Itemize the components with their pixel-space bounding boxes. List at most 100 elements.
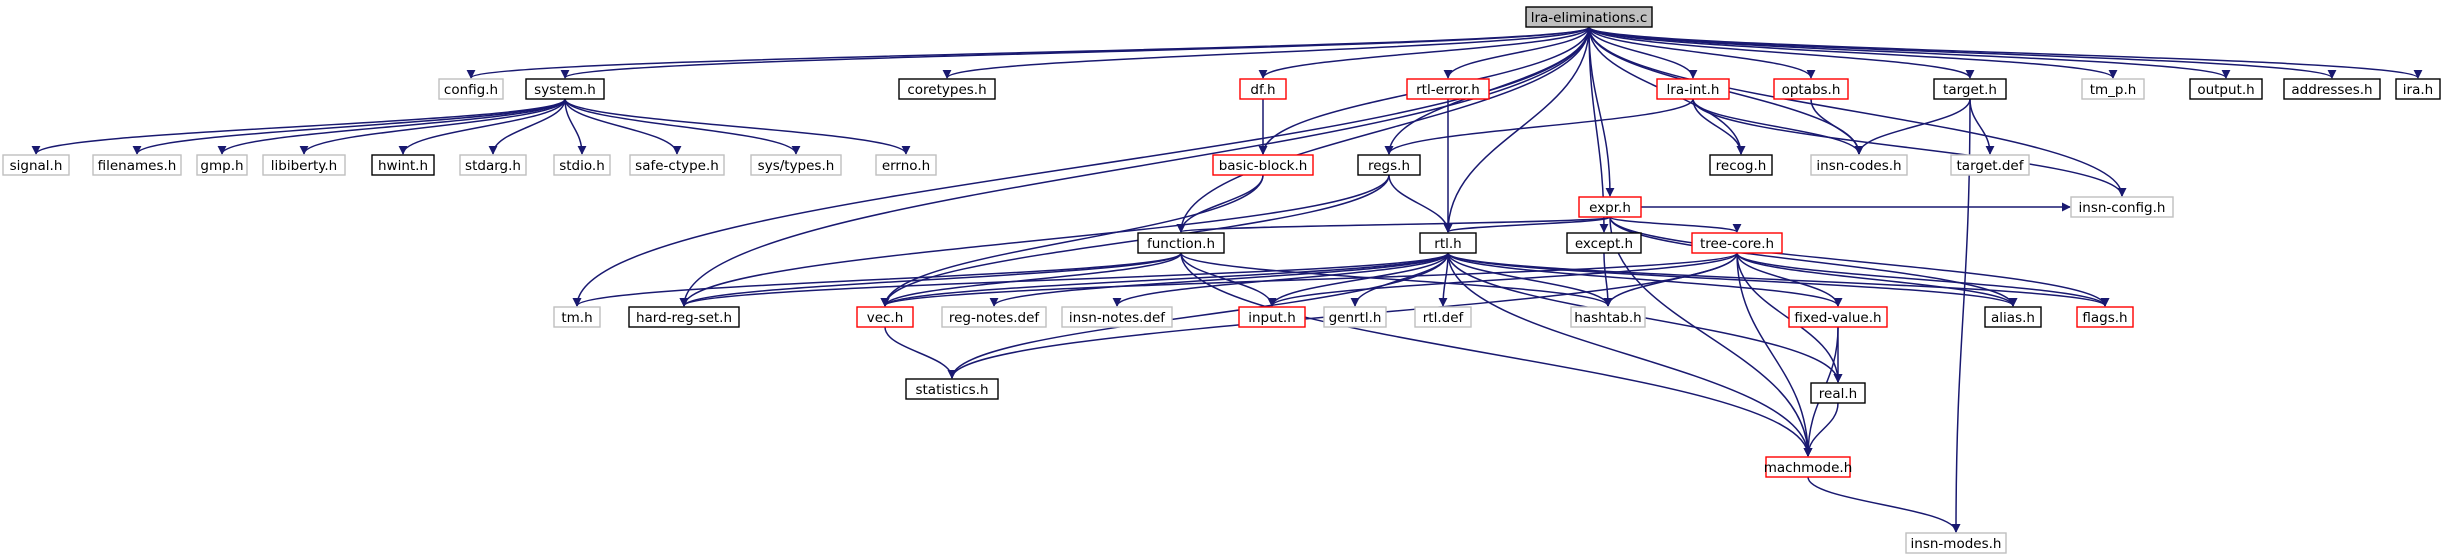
node-hwint-h[interactable]: hwint.h: [371, 154, 435, 176]
node-label: real.h: [1819, 386, 1857, 402]
node-box: [1239, 78, 1287, 100]
node-tree-core-h[interactable]: tree-core.h: [1691, 232, 1783, 254]
node-ira-h[interactable]: ira.h: [2395, 78, 2441, 100]
node-box: [1406, 78, 1490, 100]
node-label: rtl.def: [1423, 310, 1465, 326]
edge-expr-h-to-rtl-h: [1443, 216, 1611, 233]
node-rtl-error-h[interactable]: rtl-error.h: [1406, 78, 1490, 100]
node-box: [2189, 78, 2263, 100]
node-machmode-h[interactable]: machmode.h: [1764, 456, 1853, 478]
node-target-h[interactable]: target.h: [1933, 78, 2007, 100]
edge-rtl-h-to-reg-notes-def: [989, 252, 1449, 307]
node-system-h[interactable]: system.h: [525, 78, 605, 100]
node-box: [1238, 306, 1306, 328]
edge-function-h-to-hashtab-h: [1180, 252, 1613, 307]
node-label: statistics.h: [915, 382, 988, 398]
edge-machmode-h-to-insn-modes-h: [1807, 476, 1961, 533]
node-box: [1656, 78, 1730, 100]
edge-lra-eliminations-c-to-output-h: [1588, 26, 2231, 79]
node-vec-h[interactable]: vec.h: [856, 306, 914, 328]
node-label: stdarg.h: [465, 158, 521, 174]
node-alias-h[interactable]: alias.h: [1984, 306, 2042, 328]
node-box: [1810, 154, 1908, 176]
edge-lra-int-h-to-regs-h: [1384, 98, 1694, 155]
node-box: [905, 378, 999, 400]
node-box: [2395, 78, 2441, 100]
node-label: sys/types.h: [758, 158, 835, 174]
edge-lra-eliminations-c-to-optabs-h: [1588, 26, 1816, 79]
node-real-h[interactable]: real.h: [1810, 382, 1866, 404]
edge-lra-eliminations-c-to-rtl-error-h: [1443, 26, 1590, 79]
node-box: [2076, 306, 2134, 328]
node-box: [553, 154, 611, 176]
edge-expr-h-to-flags-h: [1609, 216, 2110, 307]
edge-system-h-to-hwint-h: [398, 98, 566, 155]
edge-lra-eliminations-c-to-expr-h: [1588, 26, 1615, 197]
edge-lra-int-h-to-recog-h: [1692, 98, 1746, 155]
edge-lra-eliminations-c-to-ira-h: [1588, 26, 2423, 79]
node-statistics-h[interactable]: statistics.h: [905, 378, 999, 400]
node-label: genrtl.h: [1329, 310, 1382, 326]
edge-function-h-to-machmode-h: [1180, 252, 1813, 457]
node-label: function.h: [1147, 236, 1215, 252]
node-rtl-h[interactable]: rtl.h: [1419, 232, 1477, 254]
node-insn-codes-h: insn-codes.h: [1810, 154, 1908, 176]
node-box: [2081, 78, 2145, 100]
node-box: [1773, 78, 1849, 100]
node-box: [1061, 306, 1173, 328]
edge-rtl-h-to-insn-notes-def: [1112, 252, 1449, 307]
node-label: hashtab.h: [1574, 310, 1641, 326]
node-df-h[interactable]: df.h: [1239, 78, 1287, 100]
node-label: signal.h: [10, 158, 63, 174]
edge-rtl-h-to-hashtab-h: [1447, 252, 1613, 307]
node-label: target.def: [1957, 158, 2025, 174]
edge-system-h-to-libiberty-h: [299, 98, 566, 155]
node-box: [941, 306, 1047, 328]
node-output-h[interactable]: output.h: [2189, 78, 2263, 100]
edge-regs-h-to-vec-h: [880, 174, 1390, 307]
node-label: libiberty.h: [271, 158, 337, 174]
node-label: insn-config.h: [2079, 200, 2166, 216]
node-insn-config-h: insn-config.h: [2070, 196, 2174, 218]
node-flags-h[interactable]: flags.h: [2076, 306, 2134, 328]
node-addresses-h[interactable]: addresses.h: [2283, 78, 2381, 100]
node-box: [1570, 306, 1646, 328]
node-recog-h[interactable]: recog.h: [1709, 154, 1773, 176]
node-box: [196, 154, 248, 176]
node-label: recog.h: [1716, 158, 1767, 174]
node-regs-h[interactable]: regs.h: [1357, 154, 1421, 176]
node-input-h[interactable]: input.h: [1238, 306, 1306, 328]
node-label: rtl.h: [1434, 236, 1461, 252]
node-optabs-h[interactable]: optabs.h: [1773, 78, 1849, 100]
edge-except-h-to-hashtab-h: [1603, 252, 1613, 307]
node-expr-h[interactable]: expr.h: [1578, 196, 1642, 218]
node-label: rtl-error.h: [1416, 82, 1480, 98]
node-basic-block-h[interactable]: basic-block.h: [1212, 154, 1314, 176]
edge-rtl-h-to-hard-reg-set-h: [679, 252, 1449, 307]
node-box: [2070, 196, 2174, 218]
edge-system-h-to-signal-h: [31, 98, 566, 155]
node-tm-h: tm.h: [553, 306, 601, 328]
node-hard-reg-set-h[interactable]: hard-reg-set.h: [628, 306, 740, 328]
edge-function-h-to-hard-reg-set-h: [679, 252, 1182, 307]
edge-system-h-to-filenames-h: [132, 98, 566, 155]
node-lra-int-h[interactable]: lra-int.h: [1656, 78, 1730, 100]
node-box: [1810, 382, 1866, 404]
node-box: [1691, 232, 1783, 254]
node-lra-eliminations-c[interactable]: lra-eliminations.c: [1525, 6, 1653, 28]
node-insn-notes-def: insn-notes.def: [1061, 306, 1173, 328]
edge-system-h-to-stdarg-h: [488, 98, 566, 155]
node-label: optabs.h: [1782, 82, 1841, 98]
node-fixed-value-h[interactable]: fixed-value.h: [1788, 306, 1888, 328]
node-except-h[interactable]: except.h: [1566, 232, 1642, 254]
edge-rtl-h-to-vec-h: [880, 252, 1449, 307]
node-box: [92, 154, 182, 176]
node-coretypes-h[interactable]: coretypes.h: [898, 78, 996, 100]
node-label: tm_p.h: [2090, 82, 2137, 98]
node-function-h[interactable]: function.h: [1137, 232, 1225, 254]
edge-basic-block-h-to-vec-h: [880, 174, 1264, 307]
edge-tree-core-h-to-fixed-value-h: [1736, 252, 1843, 307]
edge-expr-h-to-tree-core-h: [1609, 216, 1742, 233]
node-box: [1765, 456, 1851, 478]
node-signal-h: signal.h: [2, 154, 70, 176]
